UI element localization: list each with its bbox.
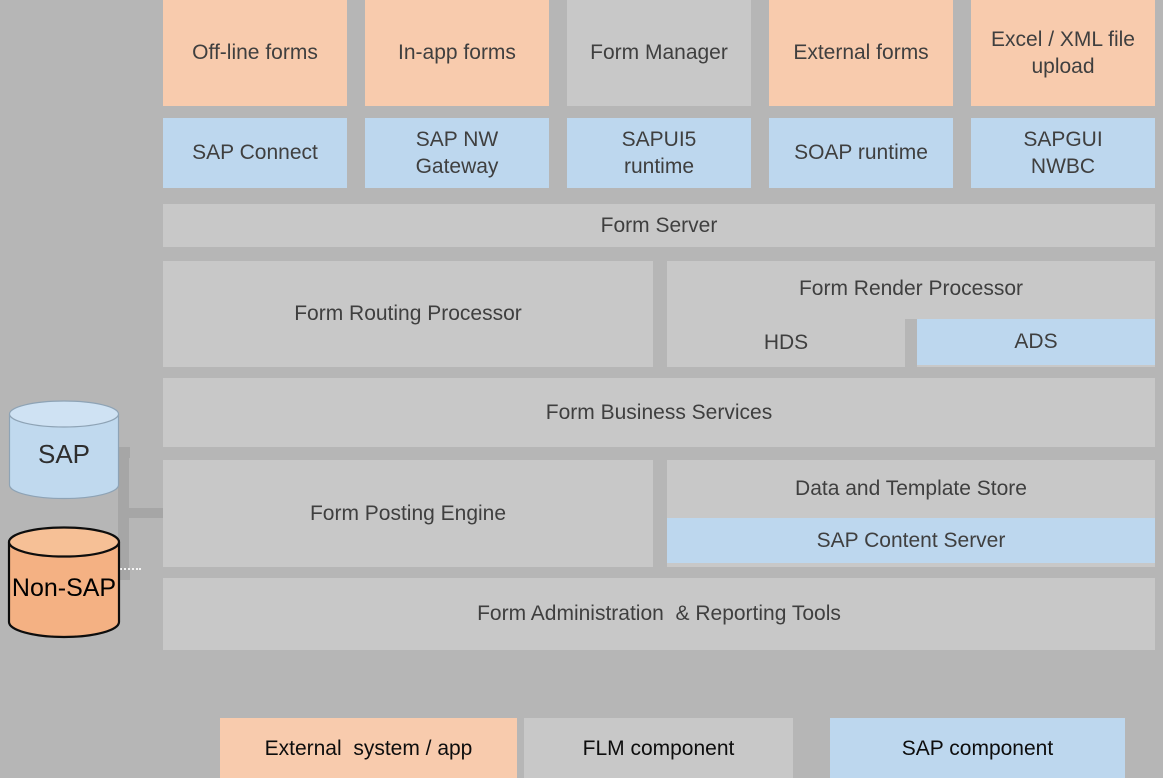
box-form-administration: Form Administration & Reporting Tools [163,578,1155,650]
box-external-forms-label: External forms [793,41,929,65]
box-form-posting-engine: Form Posting Engine [163,460,653,567]
box-offline-forms: Off-line forms [163,0,347,106]
box-form-render-processor-label: Form Render Processor [798,277,1024,300]
box-form-business-services: Form Business Services [163,378,1155,447]
box-ads-label: ADS [1014,330,1058,353]
box-form-server-label: Form Server [600,213,718,237]
box-soap-runtime: SOAP runtime [769,118,953,188]
box-excel-xml-upload-label: Excel / XML file upload [991,27,1135,78]
box-inapp-forms: In-app forms [365,0,549,106]
box-soap-runtime-label: SOAP runtime [794,141,928,165]
box-data-template-store: Data and Template Store SAP Content Serv… [667,460,1155,567]
box-sap-nw-gateway: SAP NW Gateway [365,118,549,188]
box-form-business-services-label: Form Business Services [545,400,773,424]
box-sap-nw-gateway-label: SAP NW Gateway [415,127,499,178]
box-external-forms: External forms [769,0,953,106]
legend-external-system-label: External system / app [264,737,473,761]
box-excel-xml-upload: Excel / XML file upload [971,0,1155,106]
box-sap-connect: SAP Connect [163,118,347,188]
box-sapui5-runtime-label: SAPUI5 runtime [621,127,697,178]
box-sap-content-server: SAP Content Server [667,518,1155,563]
box-form-administration-label: Form Administration & Reporting Tools [477,602,841,626]
legend-flm-component-label: FLM component [582,737,735,761]
box-form-manager: Form Manager [567,0,751,106]
nonsap-database-label: Non-SAP [11,574,117,602]
box-data-template-store-label: Data and Template Store [795,477,1027,500]
connector-nonsap-horizontal [112,569,130,580]
box-form-server: Form Server [163,204,1155,247]
sap-database-cylinder-icon [8,400,120,500]
box-sap-content-server-label: SAP Content Server [816,528,1006,552]
connector-dotted-line [113,568,141,570]
nonsap-database-cylinder-icon [7,526,121,639]
connector-mid-horizontal [129,508,163,518]
box-sap-connect-label: SAP Connect [192,141,318,165]
box-form-render-processor: Form Render Processor HDS ADS [667,261,1155,367]
legend-external-system: External system / app [220,718,517,778]
render-divider-strip [905,319,917,367]
legend-sap-component: SAP component [830,718,1125,778]
box-form-manager-label: Form Manager [590,41,728,65]
box-sapgui-nwbc-label: SAPGUI NWBC [1023,127,1103,178]
box-hds-label: HDS [763,331,809,354]
connector-vertical [118,447,129,580]
box-form-routing-processor-label: Form Routing Processor [294,302,522,326]
box-inapp-forms-label: In-app forms [398,41,516,65]
legend-sap-component-label: SAP component [901,737,1054,761]
box-sapgui-nwbc: SAPGUI NWBC [971,118,1155,188]
box-hds: HDS [667,319,905,367]
box-sapui5-runtime: SAPUI5 runtime [567,118,751,188]
box-form-routing-processor: Form Routing Processor [163,261,653,367]
box-offline-forms-label: Off-line forms [192,41,318,65]
legend-flm-component: FLM component [524,718,793,778]
box-form-posting-engine-label: Form Posting Engine [309,501,507,525]
sap-database-label: SAP [37,438,91,469]
box-ads: ADS [917,319,1155,365]
